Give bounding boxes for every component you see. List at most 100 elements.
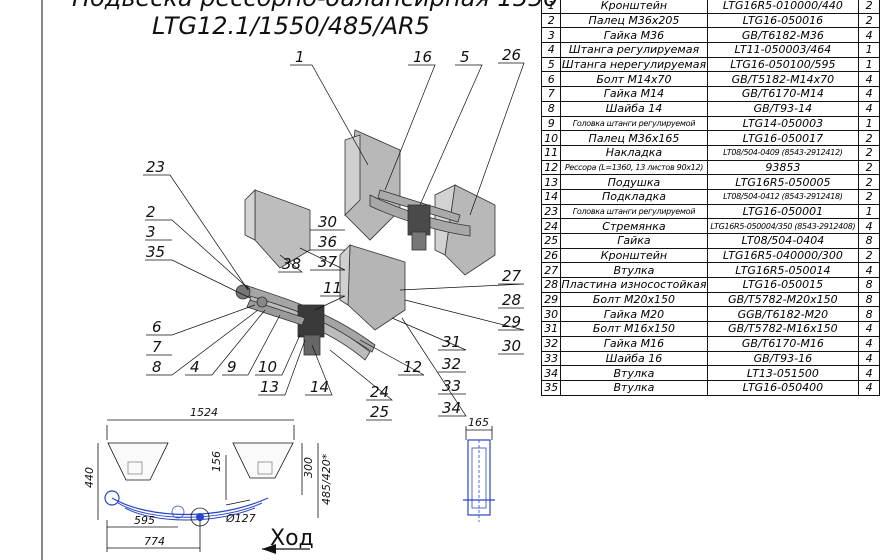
bom-cell-qty: 4: [858, 379, 880, 396]
bom-cell-n: 9: [540, 115, 562, 132]
bom-cell-name: Болт М16х150: [560, 321, 708, 337]
bom-cell-n: 1: [540, 0, 562, 14]
bom-cell-code: LTG16-050017: [706, 130, 860, 146]
bom-cell-qty: 1: [858, 42, 880, 58]
bom-cell-n: 33: [540, 350, 562, 367]
callout: 27: [502, 267, 522, 285]
callout: 35: [146, 243, 165, 261]
bom-cell-qty: 2: [858, 130, 880, 146]
bom-cell-name: Болт М14х70: [560, 71, 708, 88]
bom-cell-n: 13: [540, 174, 562, 190]
bom-cell-code: GGB/T6182-M20: [706, 306, 860, 323]
callout: 30: [318, 213, 337, 231]
bom-cell-name: Гайка: [560, 233, 708, 249]
bom-cell-name: Головка штанги регулируемой: [560, 115, 708, 132]
bom-cell-n: 27: [540, 262, 562, 279]
side-view: [463, 426, 495, 522]
bom-cell-code: LTG16R5-050014: [706, 262, 860, 279]
callout: 16: [413, 48, 432, 66]
bom-cell-name: Гайка М20: [560, 306, 708, 323]
callouts: 1 16 5 26 23 2 3 35 30 36 37 38 27 28 29…: [146, 46, 522, 421]
bom-cell-qty: 8: [858, 306, 880, 323]
dim-height-mid: 156: [210, 451, 223, 472]
bom-cell-name: Гайка М14: [560, 86, 708, 102]
bom-cell-name: Болт М20х150: [560, 291, 708, 308]
callout: 8: [152, 358, 162, 376]
bom-cell-n: 28: [540, 277, 562, 293]
bom-cell-code: GB/T6170-M14: [706, 86, 860, 102]
bom-cell-name: Шайба 16: [560, 350, 708, 367]
callout: 14: [310, 378, 329, 396]
bom-cell-n: 23: [540, 203, 562, 220]
bom-cell-code: LT08/504-0412 (8543-2912418): [706, 188, 860, 205]
dim-overall-width: 1524: [190, 406, 218, 419]
bom-cell-name: Кронштейн: [560, 247, 708, 264]
dim-height-left: 440: [83, 467, 96, 488]
bom-cell-n: 14: [540, 188, 562, 205]
callout: 24: [370, 383, 389, 401]
callout: 28: [502, 291, 521, 309]
callout: 30: [502, 337, 521, 355]
bom-cell-code: LT08/504-0409 (8543-2912412): [706, 144, 860, 161]
front-view-dimensions: 1524 440 156 300 485/420* 595 774 Ø127 Х…: [83, 406, 333, 551]
bom-cell-code: 93853: [706, 159, 860, 176]
bom-cell-name: Втулка: [560, 365, 708, 381]
bom-cell-code: LTG16R5-050004/350 (8543-2912408): [706, 218, 860, 234]
bom-cell-name: Гайка М16: [560, 335, 708, 352]
bom-cell-code: LT08/504-0404: [706, 233, 860, 249]
bom-cell-code: LTG16R5-040000/300: [706, 247, 860, 264]
bom-cell-n: 35: [540, 379, 562, 396]
bom-cell-name: Штанга регулируемая: [560, 42, 708, 58]
bom-cell-qty: 8: [858, 277, 880, 293]
callout: 25: [370, 403, 389, 421]
bom-cell-name: Рессора (L=1360, 13 листов 90х12): [560, 159, 708, 176]
callout: 4: [190, 358, 200, 376]
bom-cell-n: 5: [540, 56, 562, 73]
bom-cell-qty: 8: [858, 233, 880, 249]
bom-cell-n: 8: [540, 100, 562, 117]
bom-cell-code: GB/T5782-M16x150: [706, 321, 860, 337]
bom-cell-name: Втулка: [560, 379, 708, 396]
dim-diameter: Ø127: [225, 512, 256, 525]
bom-cell-n: 31: [540, 321, 562, 337]
bom-cell-code: LTG14-050003: [706, 115, 860, 132]
bom-cell-code: LTG16-050100/595: [706, 56, 860, 73]
bom-cell-n: 25: [540, 233, 562, 249]
bom-cell-name: Гайка М36: [560, 27, 708, 44]
bom-cell-n: 4: [540, 42, 562, 58]
bushing-front: [235, 284, 251, 300]
bom-cell-qty: 2: [858, 144, 880, 161]
bom-cell-name: Подушка: [560, 174, 708, 190]
callout: 36: [318, 233, 337, 251]
bom-cell-name: Пластина износостойкая: [560, 277, 708, 293]
bom-cell-n: 2: [540, 12, 562, 29]
bom-cell-code: GB/T93-14: [706, 100, 860, 117]
bom-cell-code: GB/T5182-M14x70: [706, 71, 860, 88]
bom-cell-name: Головка штанги регулируемой: [560, 203, 708, 220]
bom-cell-name: Палец М36х165: [560, 130, 708, 146]
callout: 7: [152, 338, 162, 356]
bom-cell-n: 32: [540, 335, 562, 352]
bom-cell-code: LTG16R5-010000/440: [706, 0, 860, 14]
bom-cell-n: 11: [540, 144, 562, 161]
callout: 23: [146, 158, 165, 176]
bom-cell-n: 29: [540, 291, 562, 308]
callout: 31: [442, 333, 461, 351]
bom-cell-qty: 1: [858, 56, 880, 73]
